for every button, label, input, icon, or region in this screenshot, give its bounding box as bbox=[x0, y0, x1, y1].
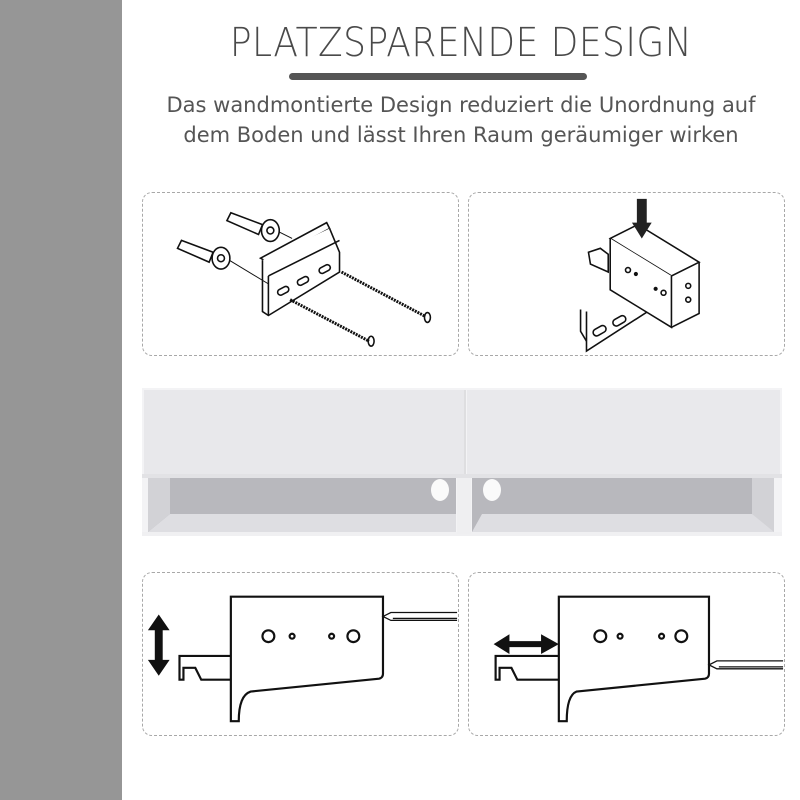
panel-horizontal-adjustment bbox=[468, 572, 785, 736]
panel-wall-mount-hardware bbox=[142, 192, 459, 356]
subtitle-line-2: dem Boden und lässt Ihren Raum geräumige… bbox=[183, 123, 739, 147]
panel-vertical-adjustment bbox=[142, 572, 459, 736]
bracket-screws-dowels-icon bbox=[176, 211, 432, 347]
vertical-adjust-arrow-icon bbox=[147, 595, 458, 723]
bracket-insert-arrow-icon bbox=[579, 198, 701, 353]
horizontal-adjust-arrow-icon bbox=[493, 595, 784, 723]
title-underline bbox=[289, 73, 587, 80]
subtitle-line-1: Das wandmontierte Design reduziert die U… bbox=[166, 93, 756, 117]
panel-bracket-insertion bbox=[468, 192, 785, 356]
wall-mounted-tv-cabinet bbox=[142, 388, 782, 536]
page-title: PLATZSPARENDE DESIGN bbox=[229, 20, 693, 66]
subtitle: Das wandmontierte Design reduziert die U… bbox=[122, 90, 800, 150]
side-band bbox=[0, 0, 122, 800]
